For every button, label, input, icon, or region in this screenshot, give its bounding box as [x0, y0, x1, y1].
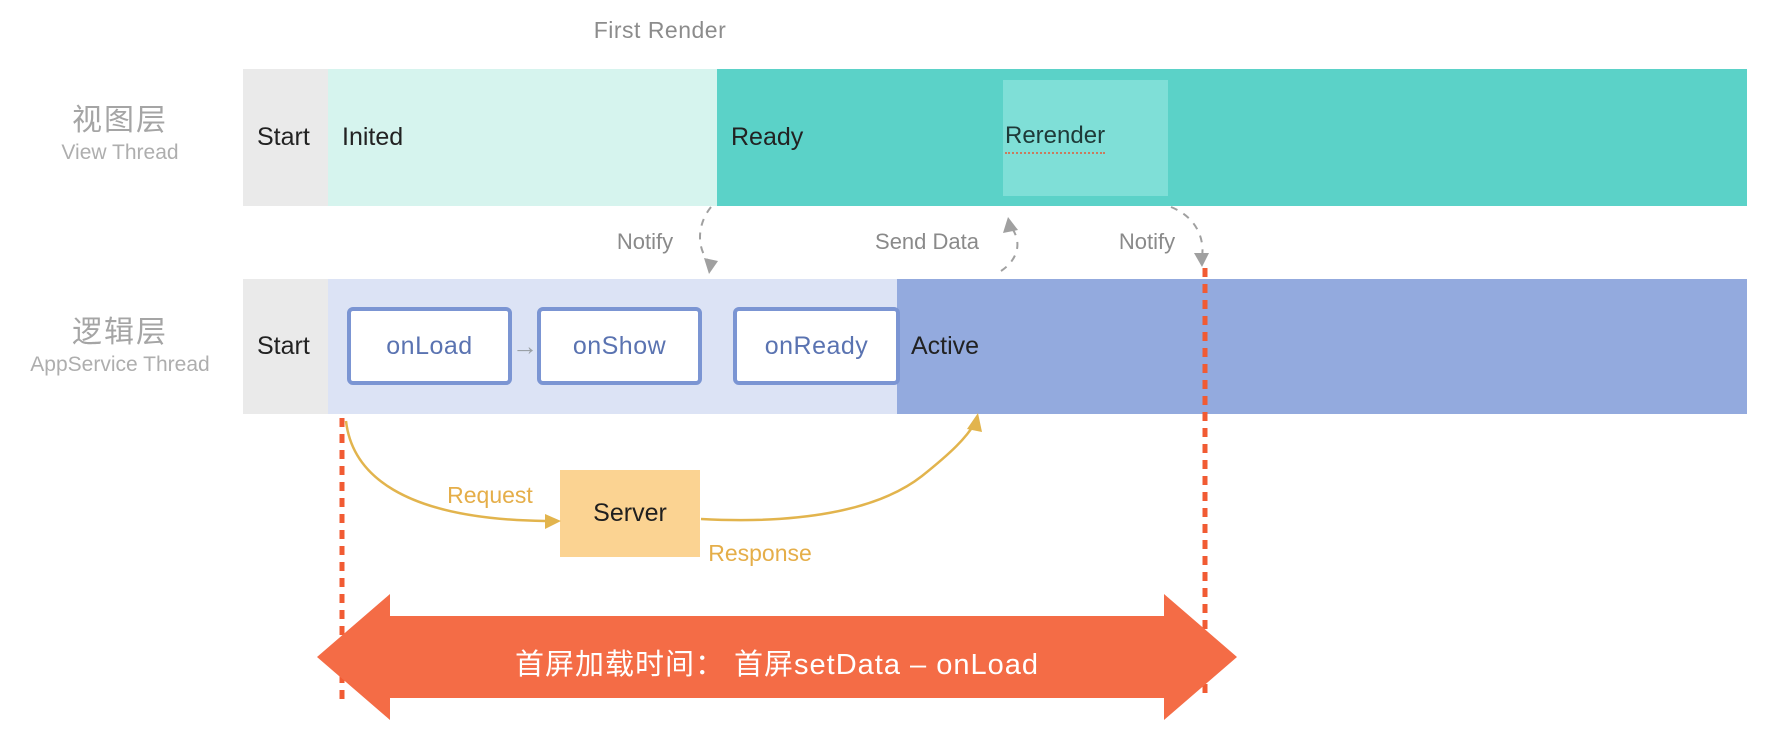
logic-start-segment: Start: [243, 279, 328, 414]
notify-right-label: Notify: [1118, 229, 1176, 254]
onshow-text: onShow: [572, 331, 667, 360]
load-time-caption: 首屏加载时间： 首屏setData – onLoad: [514, 649, 1039, 681]
notify-left-label: Notify: [616, 229, 674, 254]
rerender-block: Rerender: [1003, 80, 1168, 196]
notify-left-arc: [699, 206, 712, 264]
onready-text: onReady: [764, 331, 869, 360]
view-start-segment: Start: [243, 69, 328, 206]
appservice-thread-label: 逻辑层 AppService Thread: [10, 316, 230, 378]
rerender-text: Rerender: [1005, 122, 1106, 154]
onload-text: onLoad: [386, 331, 473, 360]
logic-active-segment: Active: [897, 279, 1747, 414]
onload-to-onshow-arrow-icon: →: [512, 331, 538, 361]
appservice-thread-bar: Start Active onLoad → onShow onReady: [243, 279, 1747, 414]
view-thread-label-zh: 视图层: [72, 104, 168, 137]
appservice-thread-label-en: AppService Thread: [30, 353, 210, 376]
view-inited-segment: Inited: [328, 69, 717, 206]
view-thread-label: 视图层 View Thread: [10, 104, 230, 166]
view-start-text: Start: [257, 123, 310, 151]
response-curve: [700, 422, 977, 522]
onshow-box: onShow: [537, 307, 702, 385]
logic-active-text: Active: [911, 332, 980, 360]
view-thread-bar: Start Inited Ready Rerender: [243, 69, 1747, 206]
view-thread-label-en: View Thread: [61, 141, 179, 164]
send-data-arc: [1000, 226, 1019, 272]
server-text: Server: [593, 499, 667, 527]
send-data-label: Send Data: [875, 229, 979, 254]
server-box: Server: [560, 470, 700, 557]
appservice-thread-label-zh: 逻辑层: [72, 316, 168, 349]
send-data-arrowhead-icon: [1003, 217, 1018, 233]
response-label: Response: [708, 540, 812, 566]
onready-box: onReady: [733, 307, 900, 385]
request-label: Request: [447, 482, 533, 508]
view-ready-text: Ready: [731, 123, 804, 151]
view-inited-text: Inited: [342, 123, 404, 151]
notify-left-arrowhead-icon: [704, 258, 718, 274]
view-ready-segment: Ready: [717, 69, 1747, 206]
response-arrowhead-icon: [967, 413, 982, 432]
logic-start-text: Start: [257, 332, 310, 360]
onload-box: onLoad: [347, 307, 512, 385]
first-render-caption: First Render: [593, 17, 727, 43]
request-arrowhead-icon: [545, 514, 561, 529]
